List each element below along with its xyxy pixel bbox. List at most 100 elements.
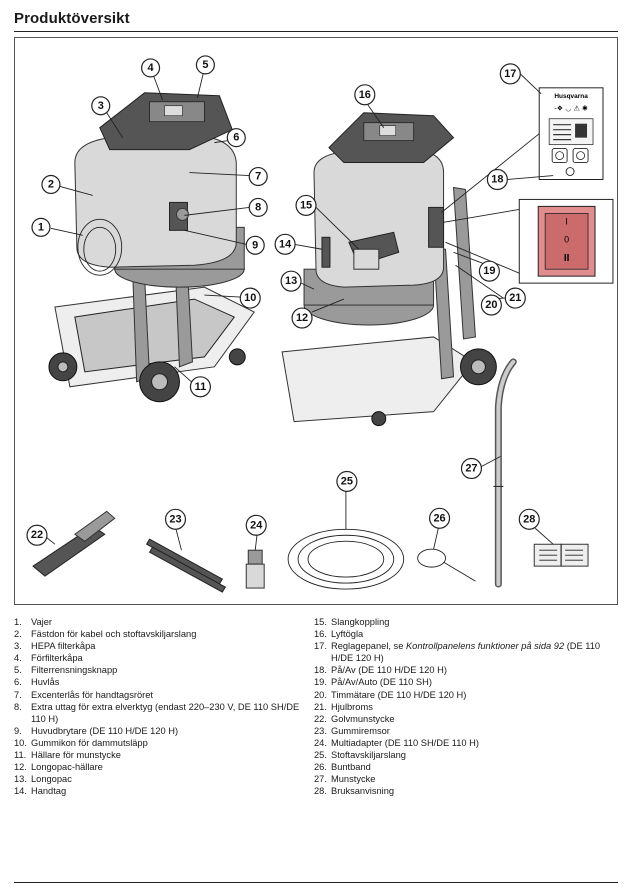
callout-13: 13 xyxy=(280,270,302,292)
svg-text:2: 2 xyxy=(48,178,54,190)
switch-symbol-on: I xyxy=(565,216,568,226)
callout-20: 20 xyxy=(480,294,502,316)
bottom-rule xyxy=(14,882,618,883)
callout-21: 21 xyxy=(504,287,526,309)
rubber-strips-illustration xyxy=(145,538,227,593)
svg-text:11: 11 xyxy=(195,381,207,393)
svg-text:6: 6 xyxy=(233,132,239,144)
svg-text:21: 21 xyxy=(509,292,521,304)
legend-item: 5.Filterrensningsknapp xyxy=(14,665,118,676)
svg-text:8: 8 xyxy=(255,201,261,213)
svg-text:17: 17 xyxy=(504,68,516,80)
legend-item: 1.Vajer xyxy=(14,617,53,627)
control-panel-detail: Husqvarna -❖ ◡ ⚠ ✱ xyxy=(538,87,604,180)
svg-text:5: 5 xyxy=(202,59,208,71)
switch-symbol-off: 0 xyxy=(564,234,569,244)
callout-10: 10 xyxy=(239,287,261,309)
legend-item: 27.Munstycke xyxy=(314,774,376,785)
right-vacuum-illustration xyxy=(281,112,497,427)
title-rule xyxy=(14,31,618,32)
left-vacuum-illustration xyxy=(48,92,255,403)
legend-item: 11.Hällare för munstycke xyxy=(14,750,121,761)
hose-illustration xyxy=(287,528,405,590)
callout-6: 6 xyxy=(226,128,246,148)
callout-18: 18 xyxy=(486,168,508,191)
legend-right-column: 15.Slangkoppling 16.Lyftögla 17. Reglage… xyxy=(314,616,618,797)
callout-8: 8 xyxy=(248,197,268,217)
legend-item: 14.Handtag xyxy=(14,786,67,797)
cable-tie-illustration xyxy=(417,548,476,582)
callout-14: 14 xyxy=(274,233,296,255)
legend-item: 6.Huvlås xyxy=(14,677,60,688)
product-figure: Husqvarna -❖ ◡ ⚠ ✱ I 0 II xyxy=(14,37,618,605)
svg-text:24: 24 xyxy=(250,519,263,531)
callout-28: 28 xyxy=(518,508,540,530)
svg-text:14: 14 xyxy=(279,238,292,250)
leader-lines xyxy=(44,72,554,551)
legend-item: 12.Longopac-hällare xyxy=(14,762,103,773)
callout-4: 4 xyxy=(141,58,161,78)
legend-item: 3.HEPA filterkåpa xyxy=(14,641,96,652)
callout-26: 26 xyxy=(429,507,451,529)
legend-item: 16.Lyftögla xyxy=(314,629,364,640)
legend-item: 4.Förfilterkåpa xyxy=(14,653,83,664)
cross-reference-link[interactable]: Kontrollpanelens funktioner på sida 92 xyxy=(405,641,565,652)
product-illustration: Husqvarna -❖ ◡ ⚠ ✱ I 0 II xyxy=(26,55,614,593)
legend-item: 17. Reglagepanel, se Kontrollpanelens fu… xyxy=(314,640,618,664)
legend-item: 28.Bruksanvisning xyxy=(314,786,395,797)
legend-item: 10.Gummikon för dammutsläpp xyxy=(14,737,148,748)
nozzle-tube-illustration xyxy=(493,358,517,588)
svg-text:15: 15 xyxy=(300,199,312,211)
callout-25: 25 xyxy=(336,470,358,492)
svg-text:3: 3 xyxy=(98,100,104,112)
callout-27: 27 xyxy=(460,457,483,480)
switch-symbol-auto: II xyxy=(564,253,570,264)
callout-23: 23 xyxy=(164,508,187,530)
legend-item: 19.På/Av/Auto (DE 110 SH) xyxy=(314,677,432,688)
svg-text:19: 19 xyxy=(483,265,495,277)
floor-nozzle-illustration xyxy=(32,510,116,577)
legend-left-column: 1.Vajer 2.Fästdon för kabel och stoftavs… xyxy=(14,616,304,797)
legend-item: 7.Excenterlås för handtagsröret xyxy=(14,689,153,700)
panel-indicator-icons: -❖ ◡ ⚠ ✱ xyxy=(554,105,588,113)
svg-text:27: 27 xyxy=(465,462,477,474)
switch-detail: I 0 II xyxy=(518,198,614,284)
legend-item: 25.Stoftavskiljarslang xyxy=(314,750,406,761)
callout-22: 22 xyxy=(26,524,48,546)
legend-item: 2.Fästdon för kabel och stoftavskiljarsl… xyxy=(14,629,197,640)
svg-text:20: 20 xyxy=(485,299,497,311)
legend-item: 21.Hjulbroms xyxy=(314,701,373,712)
svg-text:1: 1 xyxy=(38,221,44,233)
callout-2: 2 xyxy=(41,174,61,195)
panel-logo: Husqvarna xyxy=(554,93,588,100)
legend-item: 8.Extra uttag för extra elverktyg (endas… xyxy=(14,701,300,724)
svg-text:12: 12 xyxy=(296,312,308,324)
callout-12: 12 xyxy=(291,307,313,329)
legend-item: 26.Buntband xyxy=(314,762,371,773)
callout-1: 1 xyxy=(31,217,51,237)
callout-19: 19 xyxy=(478,260,500,282)
svg-text:28: 28 xyxy=(523,513,535,525)
legend-item: 9.Huvudbrytare (DE 110 H/DE 120 H) xyxy=(14,725,179,736)
callout-7: 7 xyxy=(248,166,268,187)
svg-text:7: 7 xyxy=(255,171,261,183)
legend-item: 24.Multiadapter (DE 110 SH/DE 110 H) xyxy=(314,737,479,748)
legend-item: 20.Timmätare (DE 110 H/DE 120 H) xyxy=(314,689,467,700)
callout-16: 16 xyxy=(354,84,376,106)
svg-text:22: 22 xyxy=(31,529,43,541)
svg-text:4: 4 xyxy=(148,62,155,74)
callout-11: 11 xyxy=(189,376,211,398)
svg-text:13: 13 xyxy=(285,275,297,287)
svg-text:10: 10 xyxy=(244,292,256,304)
svg-text:18: 18 xyxy=(491,174,503,186)
callout-17: 17 xyxy=(499,63,521,85)
legend-item: 13.Longopac xyxy=(14,774,72,785)
svg-text:9: 9 xyxy=(252,239,258,251)
legend-item: 23.Gummiremsor xyxy=(314,725,390,736)
callout-3: 3 xyxy=(91,96,111,116)
legend-item: 22.Golvmunstycke xyxy=(314,713,395,724)
callout-15: 15 xyxy=(295,194,317,216)
svg-text:26: 26 xyxy=(433,512,445,524)
svg-text:25: 25 xyxy=(341,475,353,487)
callout-9: 9 xyxy=(245,235,265,255)
